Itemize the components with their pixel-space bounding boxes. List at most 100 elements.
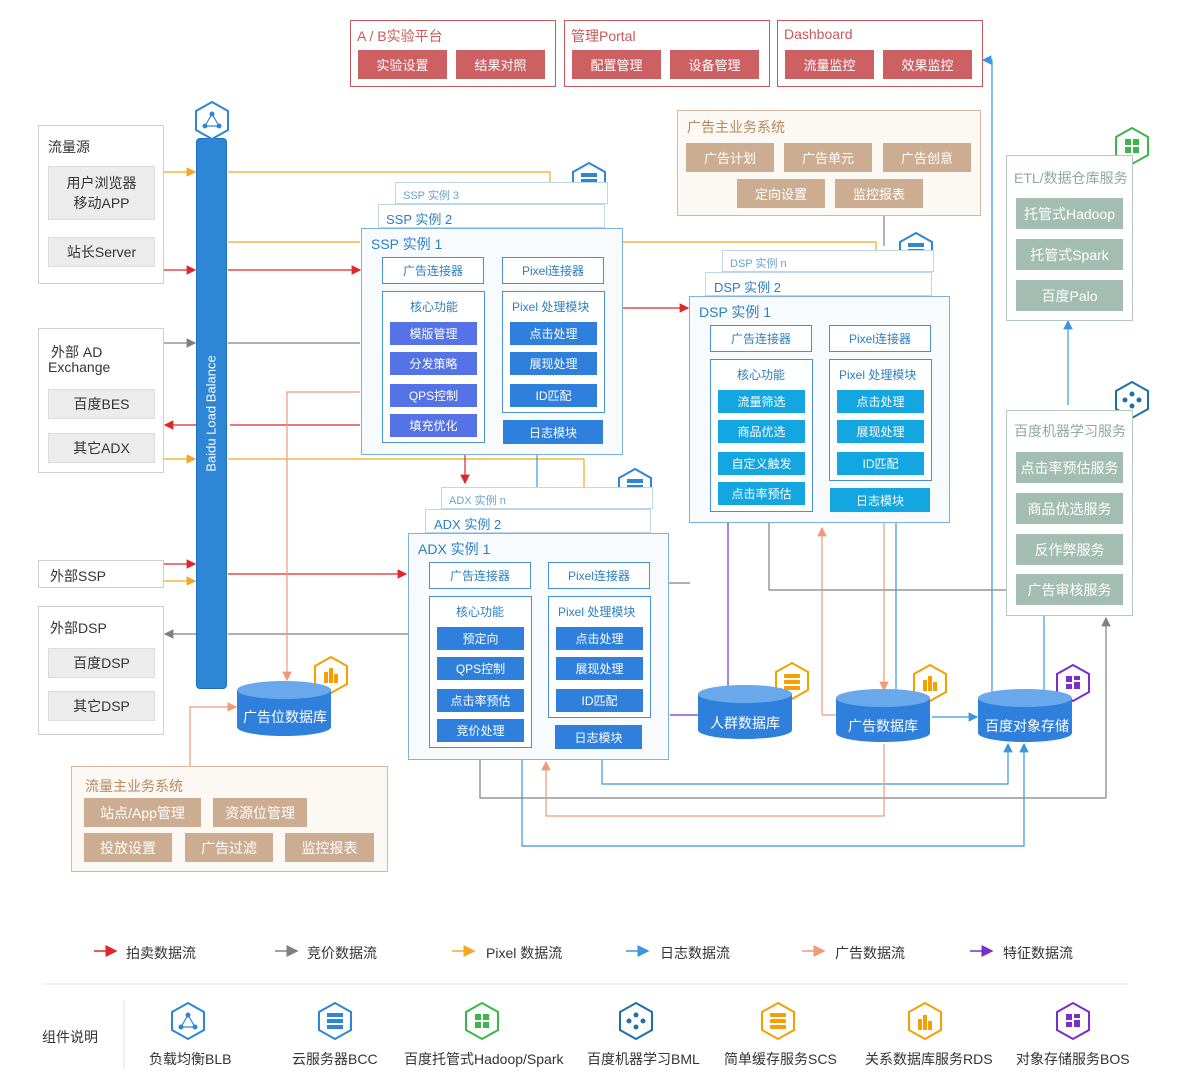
ssp-impression-processing[interactable]: 展现处理 — [510, 352, 597, 375]
ssp3-title: SSP 实例 3 — [403, 190, 460, 202]
adx-id-matching[interactable]: ID匹配 — [556, 689, 643, 712]
user-browser-label: 用户浏览器 — [66, 175, 137, 191]
adx-core-title: 核心功能 — [456, 605, 505, 619]
managed-spark[interactable]: 托管式Spark — [1016, 239, 1123, 270]
device-management-button[interactable]: 设备管理 — [670, 50, 759, 79]
traffic-source-title: 流量源 — [48, 139, 90, 155]
external-ssp[interactable]: 外部SSP — [38, 560, 164, 588]
dsp-click-processing[interactable]: 点击处理 — [837, 390, 924, 413]
ad-review-service[interactable]: 广告审核服务 — [1016, 574, 1123, 605]
ssp-distribution-strategy[interactable]: 分发策略 — [390, 352, 477, 375]
ad-plan-button[interactable]: 广告计划 — [686, 143, 774, 172]
component-bml-label: 百度机器学习BML — [587, 1051, 700, 1067]
dsp-pixel-connector[interactable]: Pixel连接器 — [829, 325, 931, 352]
adx-impression-processing[interactable]: 展现处理 — [556, 657, 643, 680]
baidu-palo[interactable]: 百度Palo — [1016, 280, 1123, 311]
dsp-instance-2[interactable]: DSP 实例 2 — [705, 272, 932, 296]
adx-ad-connector[interactable]: 广告连接器 — [429, 562, 531, 589]
config-management-button[interactable]: 配置管理 — [572, 50, 661, 79]
adx-qps-control[interactable]: QPS控制 — [437, 657, 524, 680]
traffic-monitor-button[interactable]: 流量监控 — [785, 50, 874, 79]
adx-pixel-module: Pixel 处理模块 点击处理 展现处理 ID匹配 — [548, 596, 651, 718]
component-bos-label: 对象存储服务BOS — [1016, 1051, 1130, 1067]
component-blb-label: 负载均衡BLB — [149, 1051, 232, 1067]
result-compare-button[interactable]: 结果对照 — [456, 50, 545, 79]
ctr-prediction-service[interactable]: 点击率预估服务 — [1016, 452, 1123, 483]
baidu-load-balance-bar[interactable] — [196, 138, 227, 689]
component-rds-label: 关系数据库服务RDS — [865, 1051, 993, 1067]
ssp-log-module[interactable]: 日志模块 — [503, 420, 603, 444]
product-selection-service[interactable]: 商品优选服务 — [1016, 493, 1123, 524]
dsp-traffic-filter[interactable]: 流量筛选 — [718, 390, 805, 413]
ssp-template-mgmt[interactable]: 模版管理 — [390, 322, 477, 345]
adx-bid-processing[interactable]: 竞价处理 — [437, 719, 524, 742]
ssp-id-matching[interactable]: ID匹配 — [510, 384, 597, 407]
ssp-pixel-connector[interactable]: Pixel连接器 — [502, 257, 604, 284]
adx-pixel-connector[interactable]: Pixel连接器 — [548, 562, 650, 589]
ssp-instance-1[interactable]: SSP 实例 1 广告连接器 Pixel连接器 核心功能 模版管理 分发策略 Q… — [361, 228, 623, 455]
external-dsp-title: 外部DSP — [50, 620, 107, 636]
dsp1-title: DSP 实例 1 — [699, 304, 772, 320]
dsp-custom-trigger[interactable]: 自定义触发 — [718, 452, 805, 475]
legend-feature-flow: 特征数据流 — [1003, 945, 1073, 961]
ssp-qps-control[interactable]: QPS控制 — [390, 384, 477, 407]
ad-creative-button[interactable]: 广告创意 — [883, 143, 971, 172]
baidu-bes[interactable]: 百度BES — [48, 389, 155, 419]
ssp-instance-2[interactable]: SSP 实例 2 — [378, 204, 605, 228]
dsp-impression-processing[interactable]: 展现处理 — [837, 420, 924, 443]
adx-click-processing[interactable]: 点击处理 — [556, 627, 643, 650]
managed-hadoop[interactable]: 托管式Hadoop — [1016, 198, 1123, 229]
publisher-monitor-report-button[interactable]: 监控报表 — [285, 833, 374, 862]
dsp-instance-1[interactable]: DSP 实例 1 广告连接器 Pixel连接器 核心功能 流量筛选 商品优选 自… — [689, 296, 950, 523]
ad-filter-button[interactable]: 广告过滤 — [185, 833, 273, 862]
adx-log-module[interactable]: 日志模块 — [555, 725, 642, 749]
anti-fraud-service[interactable]: 反作弊服务 — [1016, 534, 1123, 565]
exchange-title-a: 外部 AD — [51, 344, 103, 360]
crowd-db-label: 人群数据库 — [710, 715, 780, 731]
adx-ctr-prediction[interactable]: 点击率预估 — [437, 689, 524, 712]
webmaster-server[interactable]: 站长Server — [48, 237, 155, 267]
targeting-settings-button[interactable]: 定向设置 — [737, 179, 825, 208]
ml-title: 百度机器学习服务 — [1014, 423, 1126, 439]
mobile-app-label: 移动APP — [73, 195, 130, 211]
baidu-dsp[interactable]: 百度DSP — [48, 648, 155, 678]
adx-pre-targeting[interactable]: 预定向 — [437, 627, 524, 650]
ssp-click-processing[interactable]: 点击处理 — [510, 322, 597, 345]
legend-log-flow: 日志数据流 — [660, 945, 730, 961]
dsp-product-selection[interactable]: 商品优选 — [718, 420, 805, 443]
dsp-core-functions: 核心功能 流量筛选 商品优选 自定义触发 点击率预估 — [710, 359, 813, 512]
dspn-title: DSP 实例 n — [730, 258, 787, 270]
dsp-id-matching[interactable]: ID匹配 — [837, 452, 924, 475]
legend-pixel-flow: Pixel 数据流 — [486, 945, 563, 961]
user-browser-app[interactable]: 用户浏览器 移动APP — [48, 166, 155, 220]
site-app-management-button[interactable]: 站点/App管理 — [84, 798, 201, 827]
etl-title: ETL/数据仓库服务 — [1014, 170, 1128, 186]
dsp-ctr-prediction[interactable]: 点击率预估 — [718, 482, 805, 505]
adx-instance-2[interactable]: ADX 实例 2 — [425, 509, 651, 533]
ssp-fill-optimization[interactable]: 填充优化 — [390, 414, 477, 437]
dsp-ad-connector[interactable]: 广告连接器 — [710, 325, 812, 352]
experiment-settings-button[interactable]: 实验设置 — [358, 50, 447, 79]
dsp-log-module[interactable]: 日志模块 — [830, 488, 930, 512]
external-dsp: 外部DSP 百度DSP 其它DSP — [38, 606, 164, 735]
dsp-instance-n[interactable]: DSP 实例 n — [722, 250, 934, 272]
ssp-instance-3[interactable]: SSP 实例 3 — [395, 182, 608, 204]
ssp-ad-connector[interactable]: 广告连接器 — [382, 257, 484, 284]
ssp-core-title: 核心功能 — [410, 300, 459, 314]
adx-instance-n[interactable]: ADX 实例 n — [441, 487, 653, 509]
dashboard: Dashboard 流量监控 效果监控 — [777, 20, 983, 87]
ssp-core-functions: 核心功能 模版管理 分发策略 QPS控制 填充优化 — [382, 291, 485, 443]
external-ad-exchange: 外部 AD Exchange 百度BES 其它ADX — [38, 328, 164, 473]
ad-db-label: 广告数据库 — [848, 718, 918, 734]
delivery-settings-button[interactable]: 投放设置 — [84, 833, 172, 862]
ad-unit-button[interactable]: 广告单元 — [784, 143, 872, 172]
other-dsp[interactable]: 其它DSP — [48, 691, 155, 721]
management-portal: 管理Portal 配置管理 设备管理 — [564, 20, 770, 87]
effect-monitor-button[interactable]: 效果监控 — [883, 50, 972, 79]
adx-instance-1[interactable]: ADX 实例 1 广告连接器 Pixel连接器 核心功能 预定向 QPS控制 点… — [408, 533, 669, 760]
ad-monitor-report-button[interactable]: 监控报表 — [835, 179, 923, 208]
dsp-pixel-module: Pixel 处理模块 点击处理 展现处理 ID匹配 — [829, 359, 932, 481]
slot-management-button[interactable]: 资源位管理 — [213, 798, 307, 827]
other-adx[interactable]: 其它ADX — [48, 433, 155, 463]
